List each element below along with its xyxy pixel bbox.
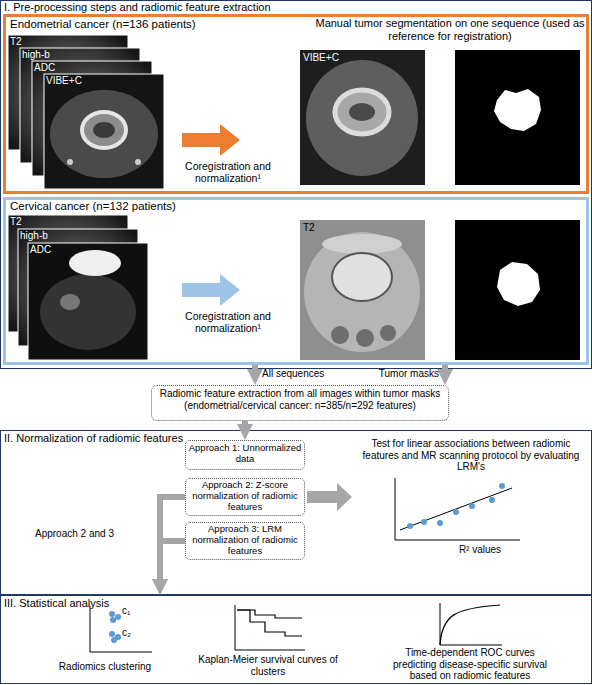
process-text: Approach 1: Unnormalized data	[187, 443, 303, 465]
bladder-shape	[322, 234, 402, 254]
flow-arrow	[442, 365, 448, 369]
process-box: Approach 3: LRM normalization of radiomi…	[185, 522, 305, 560]
section-heading: III. Statistical analysis	[4, 597, 304, 610]
bladder-shape	[69, 250, 121, 276]
bowel-shape	[331, 326, 349, 344]
arrow-label: Approach 2 and 3	[35, 528, 155, 540]
tumor-mask	[455, 220, 580, 360]
axis-label: R² values	[430, 544, 530, 556]
chart-caption: Radiomics clustering	[40, 661, 170, 673]
cohort-box: Endometrial cancer (n=136 patients) Coreg…	[3, 14, 589, 194]
step-text: Coregistration and normalization¹	[176, 160, 280, 184]
bowel-shape	[356, 329, 374, 347]
chart-caption: Time-dependent ROC curves predicting dis…	[385, 647, 555, 682]
data-dot	[499, 483, 505, 489]
section-band: I. Pre-processing steps and radiomic fea…	[0, 0, 592, 369]
step-text: Manual tumor segmentation on one sequenc…	[315, 17, 585, 42]
edge-label: All sequences	[262, 368, 342, 380]
process-box: Radiomic feature extraction from all ima…	[151, 385, 449, 421]
process-box: Approach 1: Unnormalized data	[185, 440, 305, 470]
mr-image	[300, 50, 425, 185]
cluster-label: c₂	[122, 627, 152, 639]
block-arrow	[182, 124, 240, 156]
process-text: Approach 3: LRM normalization of radiomi…	[187, 524, 303, 557]
tumor-mask	[455, 50, 580, 185]
pelvis-shape	[304, 232, 420, 352]
note-text: Test for linear associations between rad…	[355, 438, 587, 473]
process-text: Radiomic feature extraction from all ima…	[153, 388, 447, 411]
tumor-shape	[349, 103, 375, 121]
survival-curve	[237, 610, 302, 618]
process-box: Approach 2: Z-score normalization of rad…	[185, 478, 305, 516]
image-label: high-b	[22, 49, 82, 61]
uterus-shape	[82, 112, 126, 148]
roc-curve	[440, 605, 500, 645]
tumor-shape	[93, 122, 115, 138]
data-dot	[111, 637, 117, 643]
section-heading: I. Pre-processing steps and radiomic fea…	[4, 1, 404, 14]
image-label: VIBE+C	[303, 52, 363, 64]
regression-line	[400, 488, 512, 530]
data-dot	[453, 509, 459, 515]
pelvis-shape	[40, 274, 136, 350]
cohort-box: Cervical cancer (n=132 patients) Coregist…	[3, 197, 589, 365]
chart-axes	[395, 478, 520, 540]
image-label: T2	[10, 36, 70, 48]
data-dot	[407, 523, 413, 529]
mr-image	[300, 220, 425, 360]
image-label: T2	[10, 216, 70, 228]
mask-blob	[497, 262, 540, 306]
flow-arrow	[242, 421, 248, 424]
step-text: Coregistration and normalization¹	[176, 310, 280, 334]
pelvis-shape	[306, 60, 418, 176]
flow-arrow	[160, 497, 185, 579]
cohort-heading: Cervical cancer (n=132 patients)	[10, 200, 310, 213]
cohort-heading: Endometrial cancer (n=136 patients)	[10, 18, 310, 31]
mr-image	[44, 74, 164, 189]
bowel-shape	[380, 325, 396, 341]
chart-axes	[440, 603, 502, 645]
data-dot	[110, 617, 116, 623]
chart-axes	[90, 606, 152, 652]
mr-image	[28, 243, 148, 360]
survival-curve	[237, 610, 302, 636]
uterus-shape	[335, 90, 389, 134]
vessel-dot	[67, 159, 73, 165]
pelvis-shape	[50, 90, 158, 178]
process-text: Approach 2: Z-score normalization of rad…	[187, 480, 303, 513]
flow-arrow	[160, 541, 185, 579]
chart-caption: Kaplan-Meier survival curves of clusters	[198, 654, 338, 677]
edge-label: Tumor masks	[363, 368, 439, 380]
image-label: T2	[303, 222, 363, 234]
data-dot	[437, 520, 443, 526]
vessel-dot	[135, 159, 141, 165]
data-dot	[489, 497, 495, 503]
data-dot	[469, 503, 475, 509]
cluster-label: c₁	[122, 605, 152, 617]
mask-blob	[494, 89, 541, 131]
flow-arrow	[252, 365, 258, 369]
tumor-shape	[332, 253, 392, 301]
image-label: ADC	[34, 62, 94, 74]
section-band: III. Statistical analysisRadiomics clust…	[0, 595, 592, 684]
data-dot	[115, 614, 121, 620]
data-dot	[109, 631, 115, 637]
tumor-shape	[60, 294, 80, 310]
image-label: high-b	[20, 230, 80, 242]
block-arrow	[307, 483, 352, 511]
image-label: ADC	[30, 244, 90, 256]
image-label: VIBE+C	[46, 75, 106, 87]
data-dot	[109, 611, 115, 617]
data-dot	[421, 519, 427, 525]
chart-axes	[235, 605, 305, 650]
block-arrow	[182, 274, 240, 306]
section-band: II. Normalization of radiomic featuresTe…	[0, 430, 592, 595]
